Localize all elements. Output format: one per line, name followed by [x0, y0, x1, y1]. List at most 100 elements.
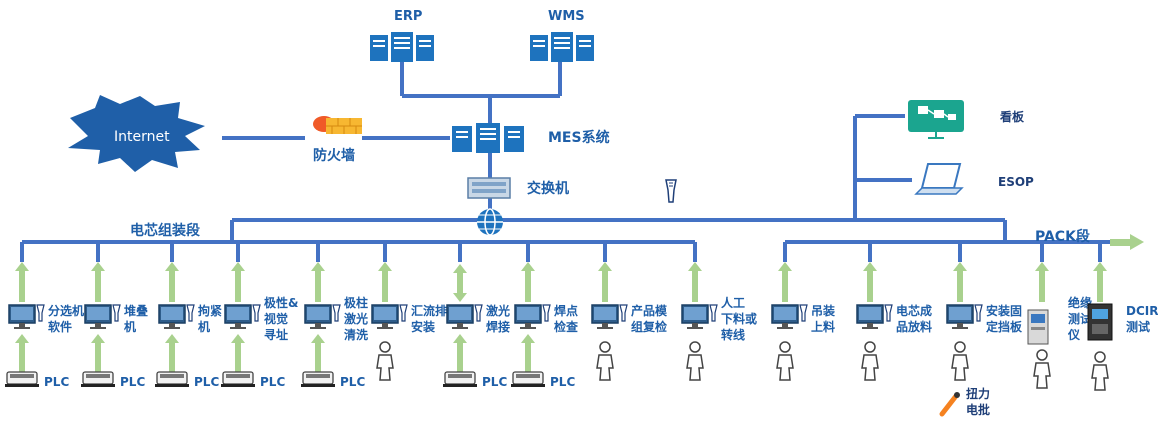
station-4-plc-label: PLC: [340, 375, 365, 389]
router-globe-icon: [477, 208, 503, 236]
tool-label-2: 电批: [966, 402, 990, 417]
internet-label: Internet: [114, 129, 170, 145]
erp-label: ERP: [394, 9, 422, 24]
station-13-label-l1: 绝缘: [1068, 295, 1092, 310]
station-13-tester-icon: [1027, 309, 1049, 345]
station-11-label-l2: 品放料: [896, 319, 932, 334]
station-11-link-arrow: [863, 262, 877, 302]
station-12-monitor-icon: [946, 304, 983, 329]
firewall-icon: [313, 116, 362, 134]
wms-server-icon: [530, 32, 594, 62]
station-6-plc-arrow: [453, 334, 467, 372]
station-3-plc-label: PLC: [260, 375, 285, 389]
station-8-monitor-icon: [591, 304, 628, 329]
mes-server-icon: [452, 123, 524, 153]
station-1-label-l1: 堆叠: [124, 303, 148, 318]
station-9-label-l1: 人工: [721, 295, 745, 310]
station-6-plc-label: PLC: [482, 375, 507, 389]
station-10-link-arrow: [778, 262, 792, 302]
station-2-label-l2: 机: [198, 319, 210, 334]
station-1-plc-icon: [81, 371, 115, 387]
station-7-monitor-icon: [514, 304, 551, 329]
station-3-label-l1: 极性&: [264, 295, 298, 310]
firewall-label: 防火墙: [313, 147, 355, 164]
station-14-dcir-icon: [1087, 303, 1113, 341]
station-7-label-l2: 检查: [554, 319, 579, 334]
station-10-operator-icon: [776, 341, 794, 381]
station-7-plc-label: PLC: [550, 375, 575, 389]
station-2-label-l1: 拘紧: [198, 303, 222, 318]
mes-label: MES系统: [548, 129, 610, 146]
esop-label: ESOP: [998, 175, 1034, 189]
network-lines: [20, 58, 1110, 262]
station-3-plc-icon: [221, 371, 255, 387]
station-2-monitor-icon: [158, 304, 195, 329]
station-5-monitor-icon: [371, 304, 408, 329]
station-7-plc-icon: [511, 371, 545, 387]
wms-label: WMS: [548, 9, 585, 24]
scanner-icon: [665, 179, 677, 203]
station-0-plc-label: PLC: [44, 375, 69, 389]
station-13-link-arrow: [1035, 262, 1049, 302]
esop-laptop-icon: [914, 163, 964, 195]
station-5-label-l1: 汇流排: [411, 303, 447, 318]
station-0-label-l1: 分选机: [48, 303, 84, 318]
station-1-plc-arrow: [91, 334, 105, 372]
station-10-label-l1: 吊装: [811, 303, 835, 318]
erp-server-icon: [370, 32, 434, 62]
station-10-monitor-icon: [771, 304, 808, 329]
stations-group: 分选机软件PLC堆叠机PLC拘紧机PLC极性&视觉寻址PLC极柱激光清洗PLC汇…: [5, 262, 1158, 391]
station-4-plc-icon: [301, 371, 335, 387]
station-13-label-l2: 测试: [1068, 311, 1092, 326]
station-8-operator-icon: [596, 341, 614, 381]
station-6-label-l2: 焊接: [486, 319, 510, 334]
station-2-plc-arrow: [165, 334, 179, 372]
station-3-plc-arrow: [231, 334, 245, 372]
station-13-label-l3: 仪: [1067, 328, 1081, 342]
station-9-label-l2: 下料或: [721, 311, 757, 326]
station-14-operator-icon: [1091, 351, 1109, 391]
board-label: 看板: [1000, 109, 1025, 124]
station-6-monitor-icon: [446, 304, 483, 329]
cell-section-label: 电芯组装段: [130, 222, 200, 239]
station-7-plc-arrow: [521, 334, 535, 372]
station-12-link-arrow: [953, 262, 967, 302]
station-2-plc-icon: [155, 371, 189, 387]
station-12-label-l2: 定挡板: [986, 319, 1023, 334]
station-3-label-l3: 寻址: [264, 327, 288, 342]
station-0-plc-icon: [5, 371, 39, 387]
torque-driver-icon: [939, 392, 960, 417]
switch-label: 交换机: [527, 180, 569, 197]
station-0-plc-arrow: [15, 334, 29, 372]
station-8-label-l1: 产品模: [631, 303, 668, 318]
station-1-monitor-icon: [84, 304, 121, 329]
station-4-link-arrow: [311, 262, 325, 302]
station-5-label-l2: 安装: [411, 319, 435, 334]
station-9-link-arrow: [688, 262, 702, 302]
station-7-label-l1: 焊点: [554, 303, 578, 318]
station-0-label-l2: 软件: [48, 319, 72, 334]
station-6-plc-icon: [443, 371, 477, 387]
station-14-label-l2: 测试: [1126, 319, 1150, 334]
station-9-operator-icon: [686, 341, 704, 381]
station-10-label-l2: 上料: [811, 319, 835, 334]
station-1-label-l2: 机: [124, 319, 136, 334]
station-0-monitor-icon: [8, 304, 45, 329]
station-3-link-arrow: [231, 262, 245, 302]
internet-icon: [68, 95, 205, 172]
station-14-link-arrow: [1093, 262, 1107, 302]
station-8-link-arrow: [598, 262, 612, 302]
station-4-label-l3: 清洗: [344, 327, 368, 342]
station-9-label-l3: 转线: [721, 327, 745, 342]
station-12-label-l1: 安装固: [986, 303, 1022, 318]
station-2-plc-label: PLC: [194, 375, 219, 389]
station-9-monitor-icon: [681, 304, 718, 329]
station-1-plc-label: PLC: [120, 375, 145, 389]
station-11-monitor-icon: [856, 304, 893, 329]
station-13-operator-icon: [1033, 349, 1051, 389]
board-icon: [908, 100, 964, 139]
station-14-label-l1: DCIR: [1126, 304, 1158, 318]
station-12-operator-icon: [951, 341, 969, 381]
station-3-monitor-icon: [224, 304, 261, 329]
